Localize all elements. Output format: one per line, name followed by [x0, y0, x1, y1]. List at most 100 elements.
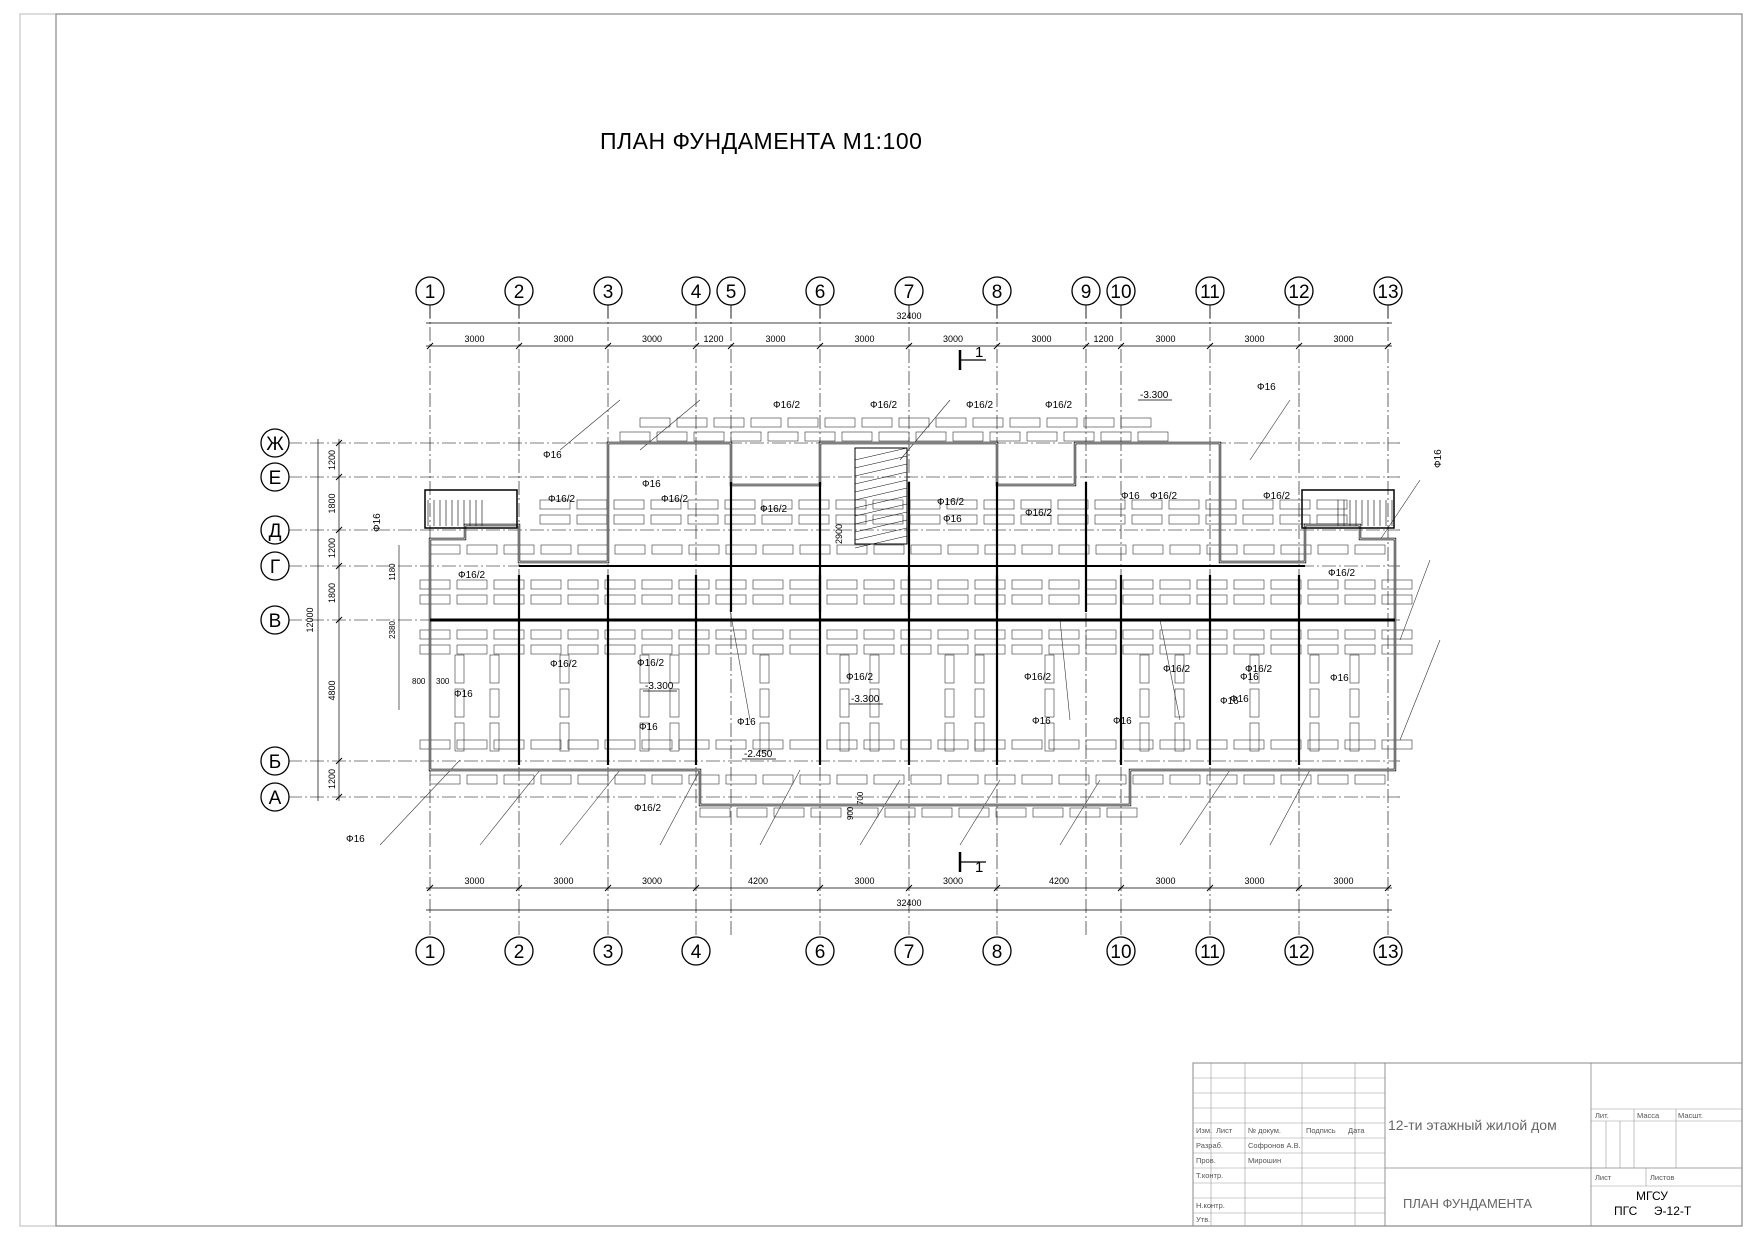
level-label: -2.450 — [744, 749, 773, 760]
pile — [577, 544, 609, 555]
pile — [613, 514, 645, 525]
pile — [530, 644, 562, 655]
pile — [900, 739, 932, 750]
pile — [641, 629, 673, 640]
pile — [1233, 629, 1265, 640]
pile — [974, 654, 985, 684]
pile — [937, 644, 969, 655]
dim-left-label: 1200 — [327, 538, 337, 558]
pile — [539, 499, 571, 510]
dim-bottom-total-label: 32400 — [896, 898, 921, 908]
section-mark-label: 1 — [975, 344, 983, 361]
pile — [724, 499, 756, 510]
hatch — [854, 503, 908, 517]
annotations: 11-3.300-3.300-3.300-2.450Ф16Ф16Ф16Ф16Ф1… — [346, 344, 1444, 876]
pile — [456, 644, 488, 655]
pile — [983, 514, 1015, 525]
leader-line — [659, 769, 701, 846]
leader-line — [1159, 619, 1181, 721]
pile — [1309, 722, 1320, 752]
dim-top-tick — [1082, 342, 1090, 350]
pile — [836, 544, 868, 555]
axis-bubble-bottom-2-label: 2 — [514, 942, 525, 963]
pile — [1307, 594, 1339, 605]
pile — [910, 544, 942, 555]
dim-bottom-tick — [515, 884, 523, 892]
pile — [1032, 807, 1064, 818]
rebar-label: Ф16/2 — [634, 803, 662, 814]
axis-bubble-top-3-label: 3 — [603, 282, 614, 303]
pile — [759, 722, 770, 752]
pile — [1344, 644, 1376, 655]
pile — [1233, 594, 1265, 605]
axis-bubble-left-Д-circle — [260, 515, 290, 545]
rebar-label: Ф16 — [1220, 696, 1239, 707]
pile — [884, 807, 916, 818]
pile — [1085, 644, 1117, 655]
pile — [650, 514, 682, 525]
pile — [946, 499, 978, 510]
pile — [540, 774, 572, 785]
dim-bottom-label: 3000 — [854, 876, 874, 886]
pile — [750, 417, 782, 428]
pile — [1344, 629, 1376, 640]
pile — [559, 654, 570, 684]
axis-bubble-top-4-label: 4 — [691, 282, 702, 303]
rebar-label: Ф16/2 — [1024, 672, 1052, 683]
pile — [1196, 629, 1228, 640]
axis-bubble-left-Д-label: Д — [269, 521, 282, 542]
dim-left-label: 1200 — [327, 769, 337, 789]
pile — [1381, 579, 1413, 590]
pile — [1132, 774, 1164, 785]
pile — [1381, 629, 1413, 640]
rebar-label: Ф16/2 — [1245, 664, 1273, 675]
axis-bubble-left-Г-circle — [260, 551, 290, 581]
pile — [878, 431, 910, 442]
axis-bubble-left-Ж-circle — [260, 428, 290, 458]
pile — [1309, 654, 1320, 684]
pile — [1344, 739, 1376, 750]
leader-line — [1249, 399, 1291, 461]
pile — [699, 807, 731, 818]
pile — [974, 594, 1006, 605]
pile — [839, 722, 850, 752]
axis-bubble-bottom-1-label: 1 — [425, 942, 436, 963]
pile — [530, 739, 562, 750]
pile — [1057, 514, 1089, 525]
dim-left-tick — [335, 793, 343, 801]
pile — [759, 688, 770, 718]
pile — [567, 629, 599, 640]
dim-misc-label: 2900 — [834, 524, 844, 544]
pile — [752, 594, 784, 605]
pile — [789, 594, 821, 605]
pile — [651, 774, 683, 785]
pile — [872, 514, 904, 525]
pile — [937, 739, 969, 750]
rebar-label: Ф16 — [737, 717, 756, 728]
pile — [762, 544, 794, 555]
dim-misc-label: 800 — [412, 677, 426, 686]
pile — [787, 417, 819, 428]
pile — [1159, 579, 1191, 590]
dim-top-tick — [692, 342, 700, 350]
pile — [1139, 722, 1150, 752]
pile — [1249, 722, 1260, 752]
pile — [493, 644, 525, 655]
pile — [946, 514, 978, 525]
leader-line — [1059, 619, 1071, 721]
pile — [567, 579, 599, 590]
pile — [1280, 774, 1312, 785]
pile — [1122, 594, 1154, 605]
dim-top-label: 3000 — [553, 334, 573, 344]
leader-line — [1399, 639, 1441, 741]
axis-bubble-bottom-4-label: 4 — [691, 942, 702, 963]
pile — [419, 739, 451, 750]
pile — [767, 431, 799, 442]
axis-bubble-top-11-label: 11 — [1200, 282, 1220, 303]
pile — [762, 774, 794, 785]
drawing-title: ПЛАН ФУНДАМЕНТА М1:100 — [600, 128, 923, 154]
pile — [989, 431, 1021, 442]
pile — [909, 499, 941, 510]
tb-role-developer: Разраб. — [1196, 1141, 1224, 1150]
pile — [1196, 594, 1228, 605]
